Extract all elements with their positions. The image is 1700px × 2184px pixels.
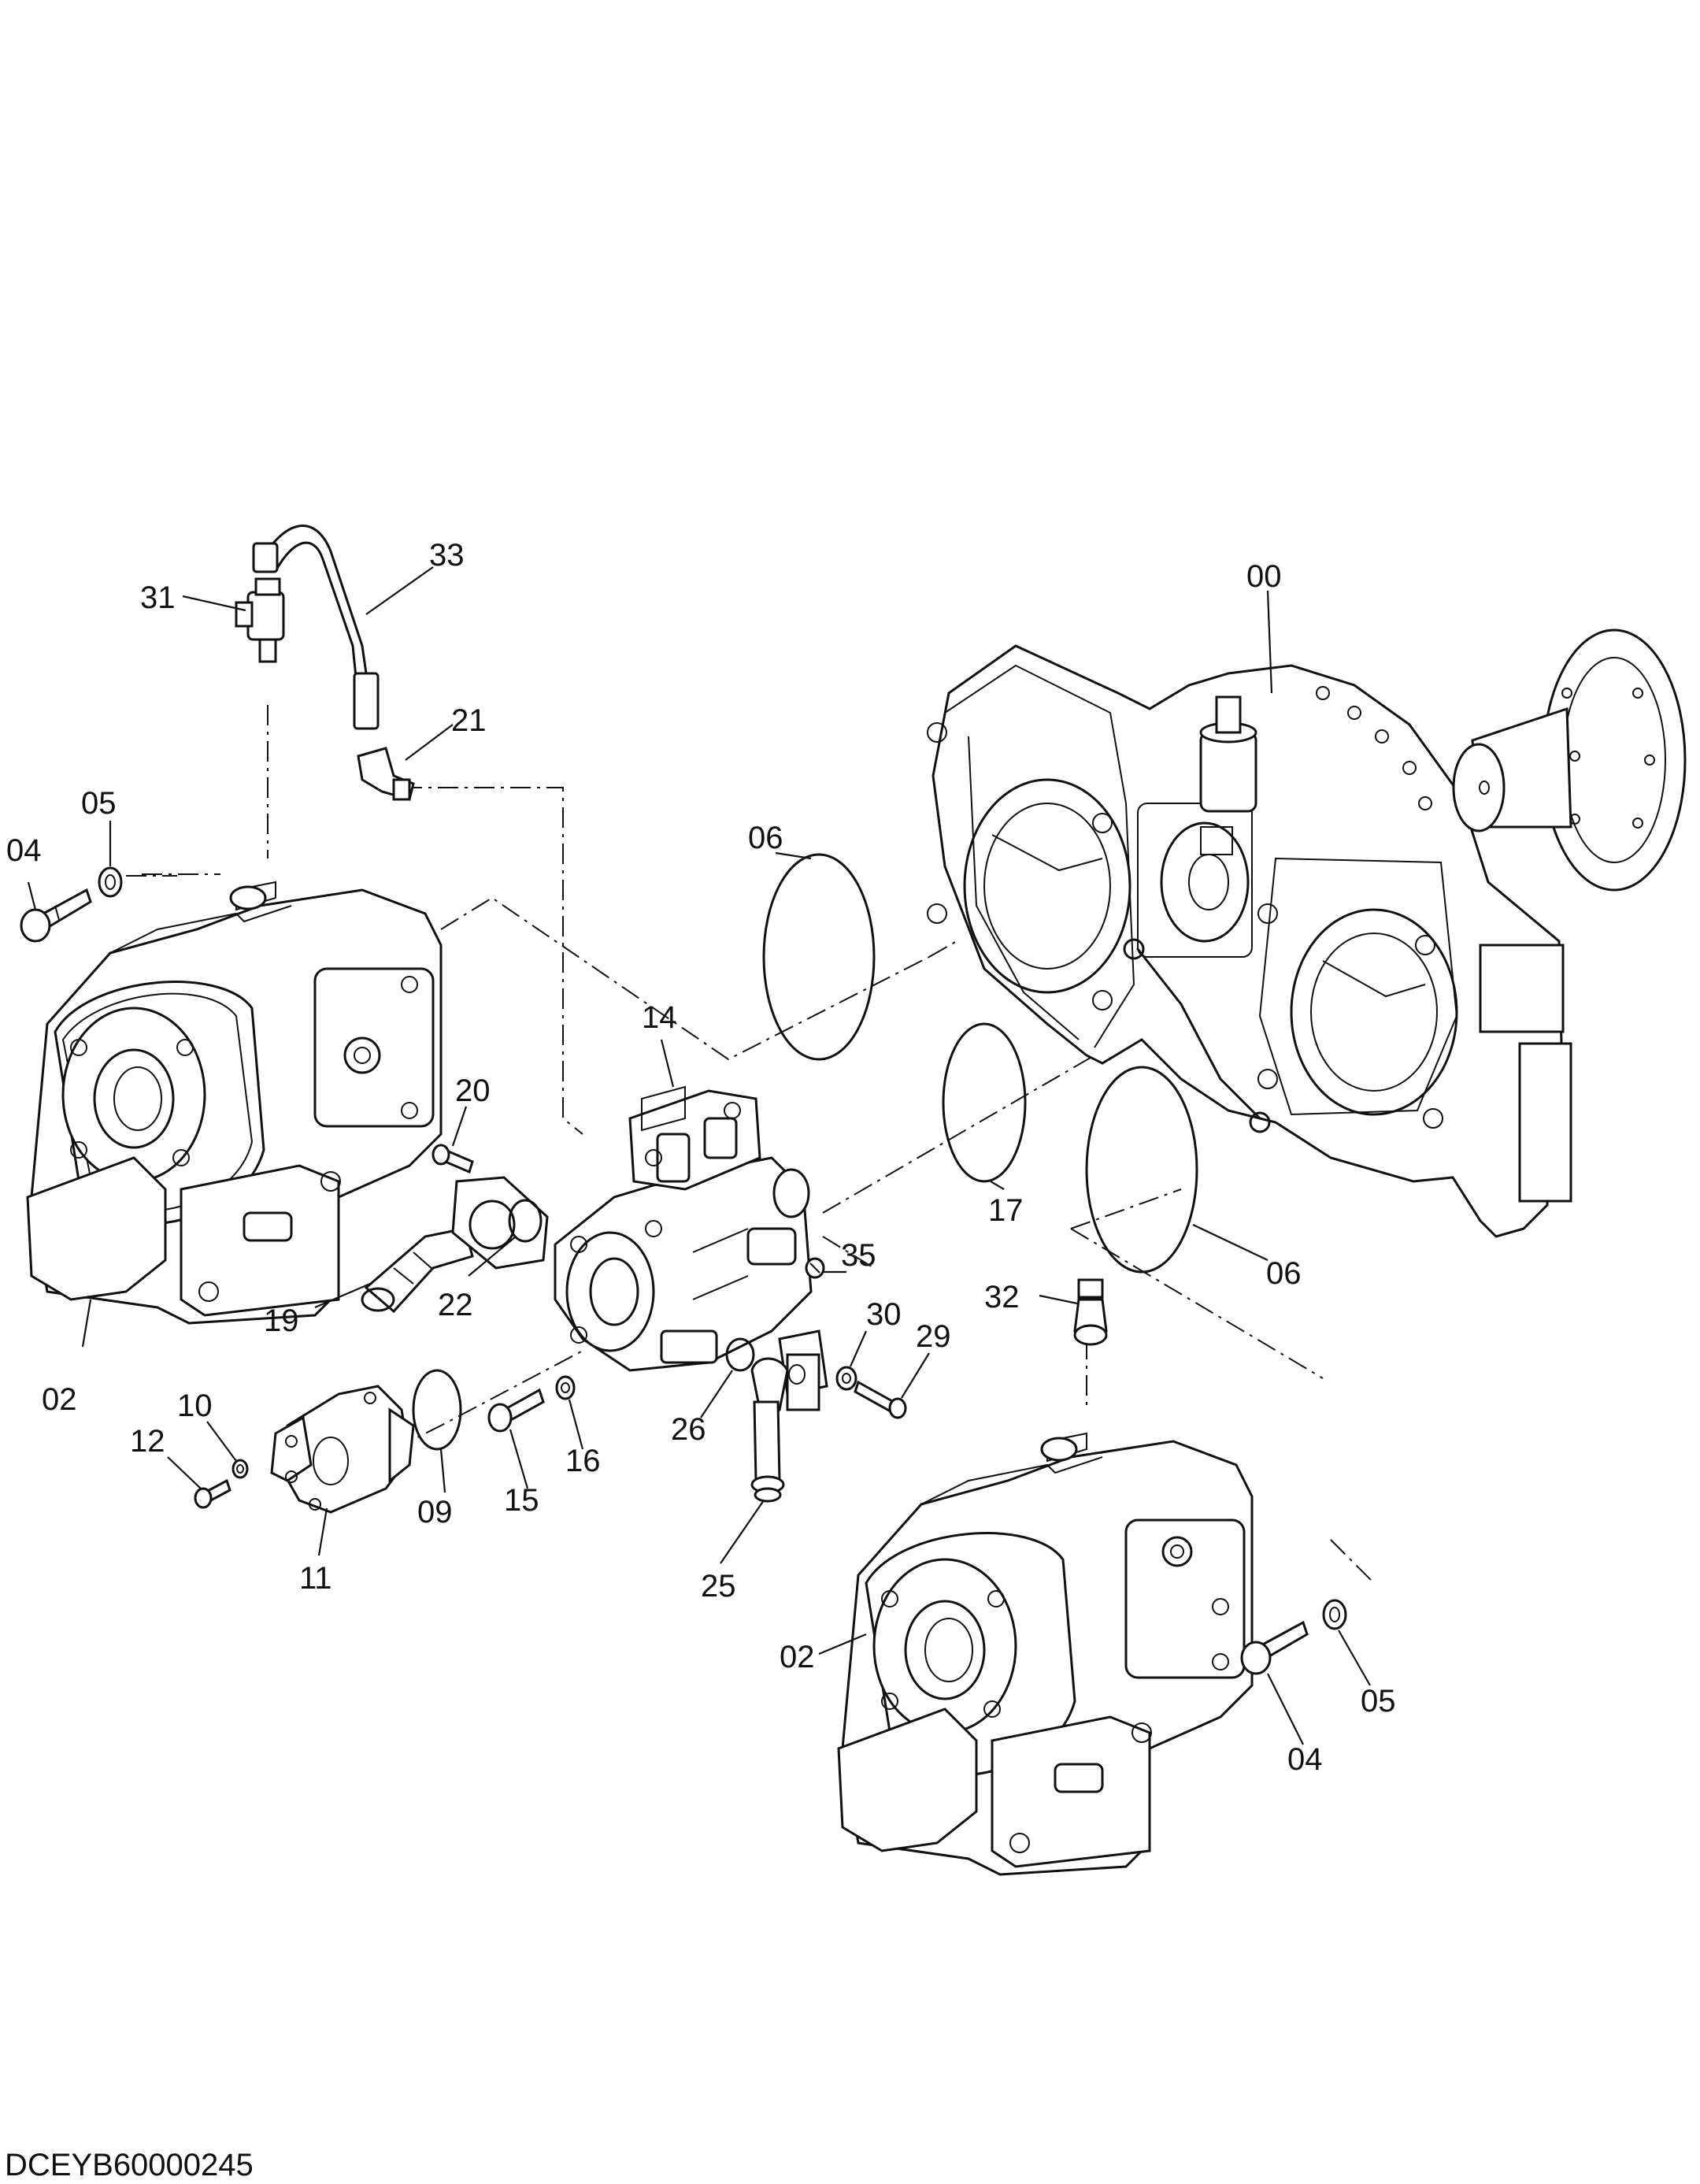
o-ring-09 bbox=[412, 1369, 462, 1451]
elbow-fitting bbox=[357, 747, 415, 801]
washer-10 bbox=[231, 1459, 249, 1479]
callout-32: 32 bbox=[984, 1280, 1020, 1314]
bolt-29 bbox=[854, 1380, 907, 1419]
tee-fitting bbox=[235, 577, 285, 663]
callout-04-lower: 04 bbox=[1287, 1742, 1323, 1777]
washer-30 bbox=[835, 1366, 857, 1391]
callout-00: 00 bbox=[1246, 559, 1282, 594]
callout-06-upper: 06 bbox=[748, 821, 783, 855]
callout-05-upper: 05 bbox=[81, 786, 117, 821]
hydraulic-pump-left bbox=[26, 881, 443, 1325]
plug-35 bbox=[805, 1257, 825, 1279]
callout-25: 25 bbox=[701, 1569, 736, 1604]
leader-lines bbox=[27, 566, 1371, 1745]
callout-19: 19 bbox=[264, 1303, 299, 1338]
bolt-lower-right bbox=[1240, 1620, 1309, 1675]
transfer-gearbox-housing bbox=[927, 644, 1572, 1238]
callout-35: 35 bbox=[841, 1238, 876, 1273]
gear-pump bbox=[270, 1385, 415, 1514]
callout-22: 22 bbox=[438, 1288, 473, 1322]
callout-20: 20 bbox=[455, 1073, 491, 1108]
callout-10: 10 bbox=[177, 1389, 213, 1423]
pressure-elbow-pipe bbox=[750, 1329, 828, 1503]
bolt-upper-left bbox=[20, 888, 92, 943]
callout-17: 17 bbox=[988, 1193, 1024, 1228]
bolt-12 bbox=[194, 1478, 231, 1509]
callout-21: 21 bbox=[451, 703, 487, 738]
callout-33: 33 bbox=[429, 538, 465, 573]
callout-06-lower: 06 bbox=[1266, 1256, 1302, 1291]
callout-26: 26 bbox=[671, 1412, 706, 1447]
drawing-code: DCEYB60000245 bbox=[5, 2148, 254, 2182]
housing-bolts bbox=[927, 686, 1443, 1129]
o-ring-small-22 bbox=[508, 1199, 543, 1243]
callout-29: 29 bbox=[916, 1319, 951, 1354]
bolt-20 bbox=[431, 1144, 474, 1174]
washer-lower-right bbox=[1322, 1599, 1347, 1630]
output-flange bbox=[1452, 629, 1687, 892]
o-ring-large-lower bbox=[1085, 1066, 1198, 1274]
callout-15: 15 bbox=[504, 1483, 539, 1518]
fitting-32 bbox=[1073, 1278, 1108, 1346]
callout-05-lower: 05 bbox=[1361, 1684, 1396, 1719]
main-pump bbox=[554, 1085, 813, 1372]
hose-assembly bbox=[252, 525, 380, 730]
callout-09: 09 bbox=[417, 1495, 453, 1530]
o-ring-medium bbox=[942, 1022, 1027, 1183]
callout-14: 14 bbox=[642, 1000, 677, 1035]
o-ring-26 bbox=[725, 1337, 755, 1372]
callout-labels: 00 33 31 21 05 04 06 20 14 17 06 19 22 0… bbox=[6, 538, 1396, 1777]
callout-04-upper: 04 bbox=[6, 833, 42, 868]
washer-upper-left bbox=[98, 866, 123, 898]
hydraulic-pump-right bbox=[837, 1432, 1254, 1876]
callout-02-upper: 02 bbox=[42, 1382, 77, 1417]
callout-31: 31 bbox=[140, 580, 176, 615]
callout-02-lower: 02 bbox=[780, 1640, 815, 1674]
callout-30: 30 bbox=[866, 1297, 902, 1332]
bolt-15 bbox=[487, 1388, 545, 1433]
o-ring-large-upper bbox=[762, 853, 876, 1061]
callout-12: 12 bbox=[130, 1424, 165, 1459]
callout-16: 16 bbox=[565, 1444, 601, 1478]
washer-16 bbox=[555, 1375, 576, 1400]
callout-11: 11 bbox=[299, 1561, 332, 1596]
